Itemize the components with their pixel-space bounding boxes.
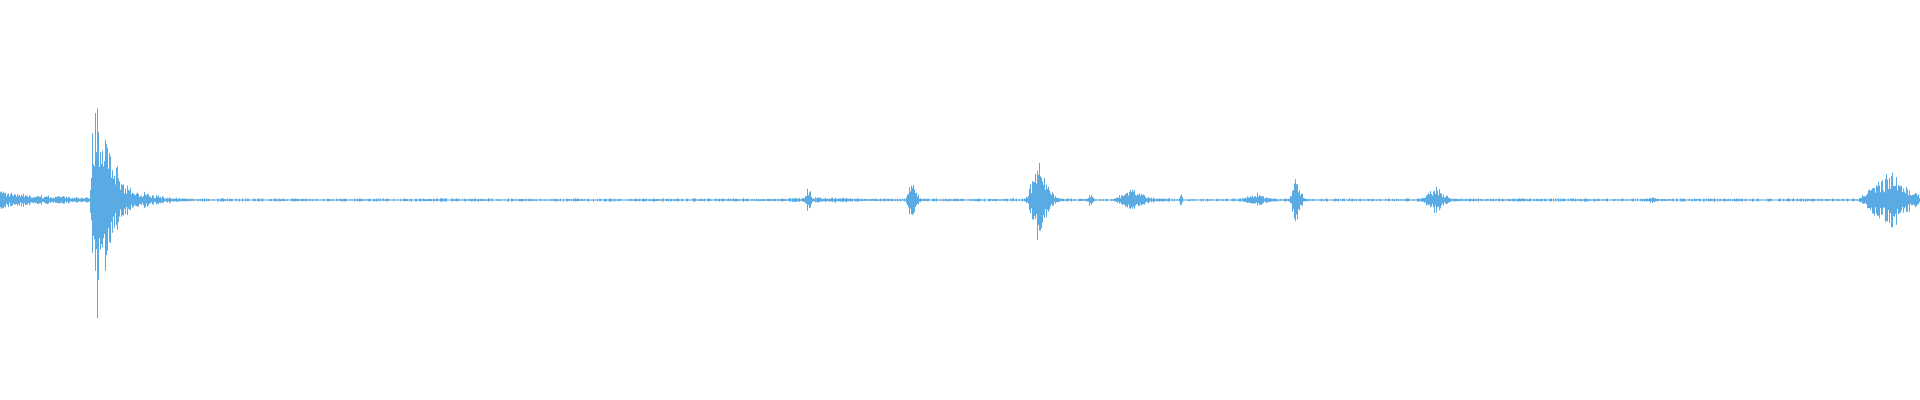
waveform-path	[0, 108, 1920, 319]
waveform-samples	[0, 108, 1920, 319]
